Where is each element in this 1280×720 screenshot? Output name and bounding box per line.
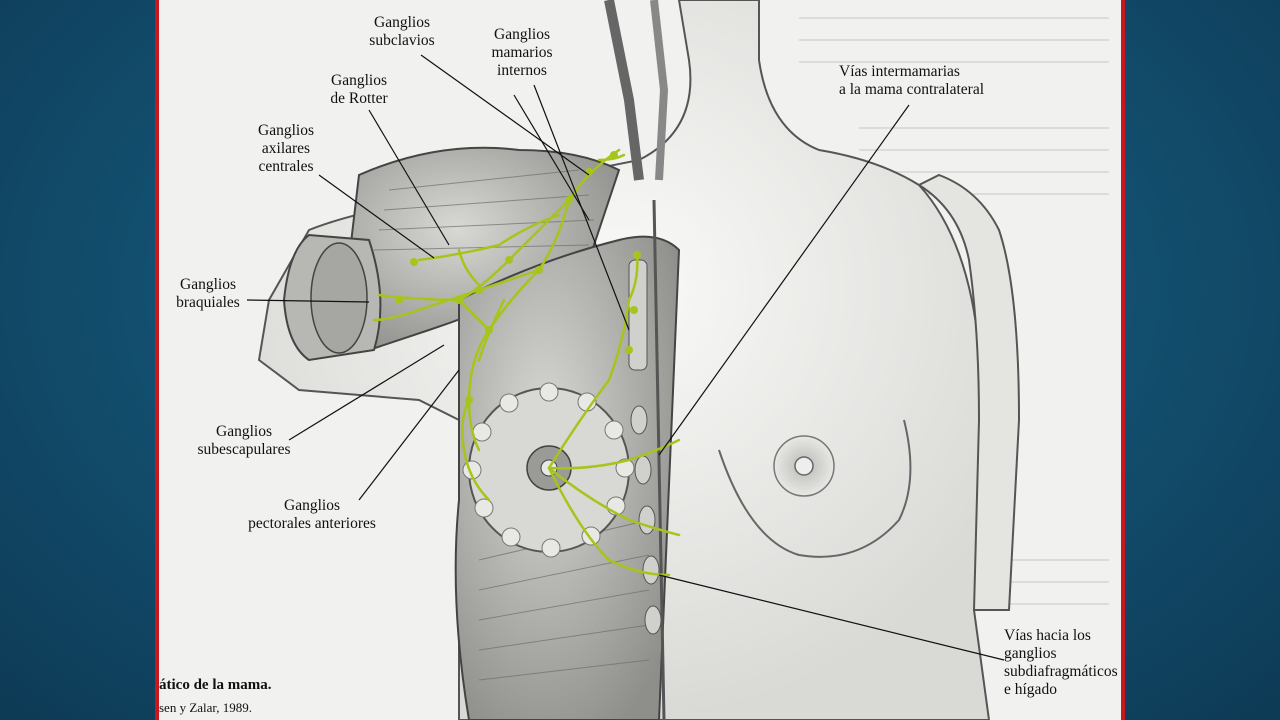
label-ganglios-pectorales-anteriores: Ganglios pectorales anteriores (248, 497, 376, 532)
anatomy-illustration (246, 0, 1109, 720)
slide-frame: Ganglios subclavios Ganglios mamarios in… (155, 0, 1125, 720)
label-vias-subdiafragmaticos: Vías hacia los ganglios subdiafragmático… (1004, 627, 1118, 698)
label-vias-intermamarias: Vías intermamarias a la mama contralater… (839, 63, 985, 98)
label-ganglios-mamarios-internos: Ganglios mamarios internos (491, 26, 553, 79)
label-ganglios-subescapulares: Ganglios subescapulares (197, 423, 291, 458)
right-nipple (794, 456, 814, 476)
leader-lines (246, 54, 1005, 661)
label-ganglios-de-rotter: Ganglios de Rotter (330, 72, 388, 107)
figure-caption-source: sen y Zalar, 1989. (159, 700, 252, 715)
figure-caption-title: ático de la mama. (159, 677, 272, 693)
label-ganglios-axilares-centrales: Ganglios axilares centrales (258, 122, 314, 175)
lymph-nodes (395, 151, 641, 404)
label-ganglios-braquiales: Ganglios braquiales (176, 276, 240, 311)
label-ganglios-subclavios: Ganglios subclavios (369, 14, 435, 49)
